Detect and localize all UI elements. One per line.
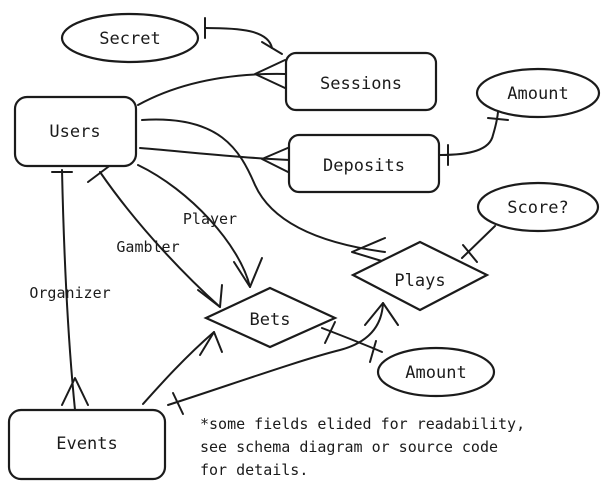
edge-deposits-amount	[439, 111, 509, 166]
edge-users-events-organizer	[51, 169, 89, 411]
relationship-plays: Plays	[350, 240, 490, 312]
entity-users: Users	[13, 95, 138, 168]
edge-users-deposits	[139, 146, 291, 174]
edge-events-bets	[142, 331, 223, 405]
edge-events-plays	[167, 302, 399, 415]
entity-sessions-label: Sessions	[320, 74, 402, 94]
attribute-secret: Secret	[60, 12, 200, 64]
attribute-bet-amount-label: Amount	[405, 363, 466, 383]
footnote-line-3: for details.	[200, 461, 309, 479]
footnote: *some fields elided for readability, see…	[200, 413, 605, 482]
edge-users-sessions	[137, 59, 286, 106]
attribute-bet-amount: Amount	[376, 346, 496, 398]
edge-secret-sessions	[204, 17, 283, 55]
entity-users-label: Users	[49, 122, 100, 142]
edge-plays-score	[461, 225, 496, 263]
entity-events-label: Events	[56, 434, 117, 454]
attribute-deposit-amount-label: Amount	[507, 84, 568, 104]
attribute-deposit-amount: Amount	[475, 67, 601, 119]
footnote-line-2: see schema diagram or source code	[200, 438, 499, 456]
attribute-secret-label: Secret	[99, 29, 160, 49]
relationship-bets: Bets	[203, 286, 338, 349]
edge-bets-amount	[321, 321, 383, 363]
attribute-score: Score?	[476, 181, 600, 233]
attribute-score-label: Score?	[507, 198, 568, 218]
footnote-line-1: *some fields elided for readability,	[200, 415, 526, 433]
edge-users-bets-player	[137, 164, 263, 288]
relationship-plays-label: Plays	[394, 271, 445, 291]
edge-label-gambler: Gambler	[116, 238, 179, 256]
entity-deposits: Deposits	[287, 133, 441, 194]
relationship-bets-label: Bets	[250, 310, 291, 330]
entity-deposits-label: Deposits	[323, 156, 405, 176]
entity-sessions: Sessions	[284, 51, 438, 112]
edge-label-player: Player	[183, 210, 237, 228]
edge-users-plays	[141, 118, 386, 263]
edge-label-organizer: Organizer	[29, 284, 110, 302]
entity-events: Events	[7, 408, 167, 481]
